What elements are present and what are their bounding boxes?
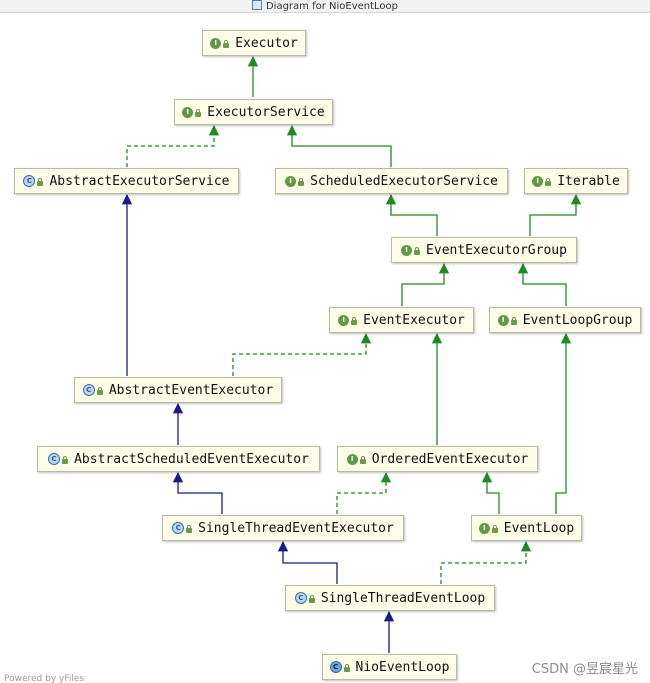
- access-icon: [359, 455, 366, 464]
- node-label: EventLoopGroup: [522, 312, 633, 328]
- edge-singlethreadeventloop-eventloop: [440, 540, 532, 584]
- window-title-bar: Diagram for NioEventLoop: [0, 0, 650, 13]
- node-label: NioEventLoop: [355, 659, 450, 675]
- node-label: EventLoop: [503, 520, 575, 536]
- node-label: AbstractEventExecutor: [108, 382, 274, 398]
- node-abstracteventexecutor[interactable]: C AbstractEventExecutor: [74, 377, 282, 403]
- access-icon: [195, 108, 202, 117]
- access-icon: [96, 386, 103, 395]
- access-icon: [223, 39, 230, 48]
- node-executorservice[interactable]: I ExecutorService: [174, 99, 333, 125]
- interface-icon: I: [401, 244, 413, 256]
- access-icon: [414, 246, 421, 255]
- edge-eventloop-orderedeventexecutor: [481, 471, 500, 514]
- node-label: ExecutorService: [207, 104, 325, 120]
- edge-eventexecutorgroup-scheduledexecutorservice: [385, 193, 438, 236]
- edge-singlethreadeventexecutor-orderedeventexecutor: [336, 471, 392, 514]
- interface-icon: I: [532, 175, 544, 187]
- access-icon: [510, 316, 517, 325]
- node-executor[interactable]: I Executor: [202, 30, 306, 56]
- abstract-class-icon: C: [294, 592, 307, 604]
- access-icon: [298, 177, 305, 186]
- node-eventexecutorgroup[interactable]: I EventExecutorGroup: [391, 237, 577, 263]
- interface-icon: I: [210, 37, 222, 49]
- node-nioeventloop[interactable]: C NioEventLoop: [322, 654, 457, 680]
- node-label: SingleThreadEventLoop: [320, 590, 486, 606]
- powered-by-text: Powered by yFiles: [4, 674, 85, 683]
- node-eventloopgroup[interactable]: I EventLoopGroup: [489, 307, 641, 333]
- interface-icon: I: [182, 106, 194, 118]
- access-icon: [351, 316, 358, 325]
- edge-singlethreadeventexecutor-abstractscheduledeventexecutor: [172, 471, 223, 514]
- node-label: Iterable: [557, 173, 620, 189]
- class-icon: C: [329, 661, 342, 673]
- edge-scheduledexecutorservice-executorservice: [286, 124, 392, 167]
- node-abstractscheduledeventexecutor[interactable]: C AbstractScheduledEventExecutor: [37, 446, 320, 472]
- node-label: SingleThreadEventExecutor: [198, 520, 394, 536]
- abstract-class-icon: C: [82, 384, 95, 396]
- access-icon: [343, 663, 350, 672]
- node-iterable[interactable]: I Iterable: [524, 168, 628, 194]
- abstract-class-icon: C: [48, 453, 61, 465]
- window-title: Diagram for NioEventLoop: [265, 1, 399, 12]
- node-label: EventExecutor: [363, 312, 465, 328]
- edge-eventloopgroup-eventexecutorgroup: [517, 262, 567, 306]
- access-icon: [37, 177, 44, 186]
- edge-singlethreadeventloop-singlethreadeventexecutor: [277, 540, 338, 584]
- node-eventloop[interactable]: I EventLoop: [471, 515, 582, 541]
- abstract-class-icon: C: [172, 522, 185, 534]
- node-label: EventExecutorGroup: [426, 242, 567, 258]
- edge-eventexecutorgroup-iterable: [529, 193, 582, 236]
- interface-icon: I: [285, 175, 297, 187]
- interface-icon: I: [338, 314, 350, 326]
- edge-abstracteventexecutor-eventexecutor: [232, 332, 372, 376]
- access-icon: [545, 177, 552, 186]
- access-icon: [186, 524, 193, 533]
- interface-icon: I: [497, 314, 509, 326]
- node-orderedeventexecutor[interactable]: I OrderedEventExecutor: [337, 446, 538, 472]
- diagram-icon: [251, 0, 262, 10]
- interface-icon: I: [346, 453, 358, 465]
- access-icon: [308, 594, 315, 603]
- node-label: OrderedEventExecutor: [371, 451, 529, 467]
- node-singlethreadeventexecutor[interactable]: C SingleThreadEventExecutor: [162, 515, 404, 541]
- node-abstractexecutorservice[interactable]: C AbstractExecutorService: [14, 168, 239, 194]
- access-icon: [491, 524, 498, 533]
- access-icon: [62, 455, 69, 464]
- node-scheduledexecutorservice[interactable]: I ScheduledExecutorService: [275, 168, 508, 194]
- node-label: AbstractScheduledEventExecutor: [74, 451, 309, 467]
- edge-eventloop-eventloopgroup: [555, 332, 572, 514]
- edge-abstractexecutorservice-executorservice: [126, 124, 220, 167]
- node-singlethreadeventloop[interactable]: C SingleThreadEventLoop: [285, 585, 495, 611]
- interface-icon: I: [478, 522, 490, 534]
- node-eventexecutor[interactable]: I EventExecutor: [329, 307, 474, 333]
- edge-eventexecutor-eventexecutorgroup: [401, 262, 450, 306]
- abstract-class-icon: C: [23, 175, 36, 187]
- watermark: CSDN @昱宸星光: [531, 662, 638, 677]
- node-label: Executor: [235, 35, 298, 51]
- node-label: ScheduledExecutorService: [310, 173, 498, 189]
- node-label: AbstractExecutorService: [49, 173, 230, 189]
